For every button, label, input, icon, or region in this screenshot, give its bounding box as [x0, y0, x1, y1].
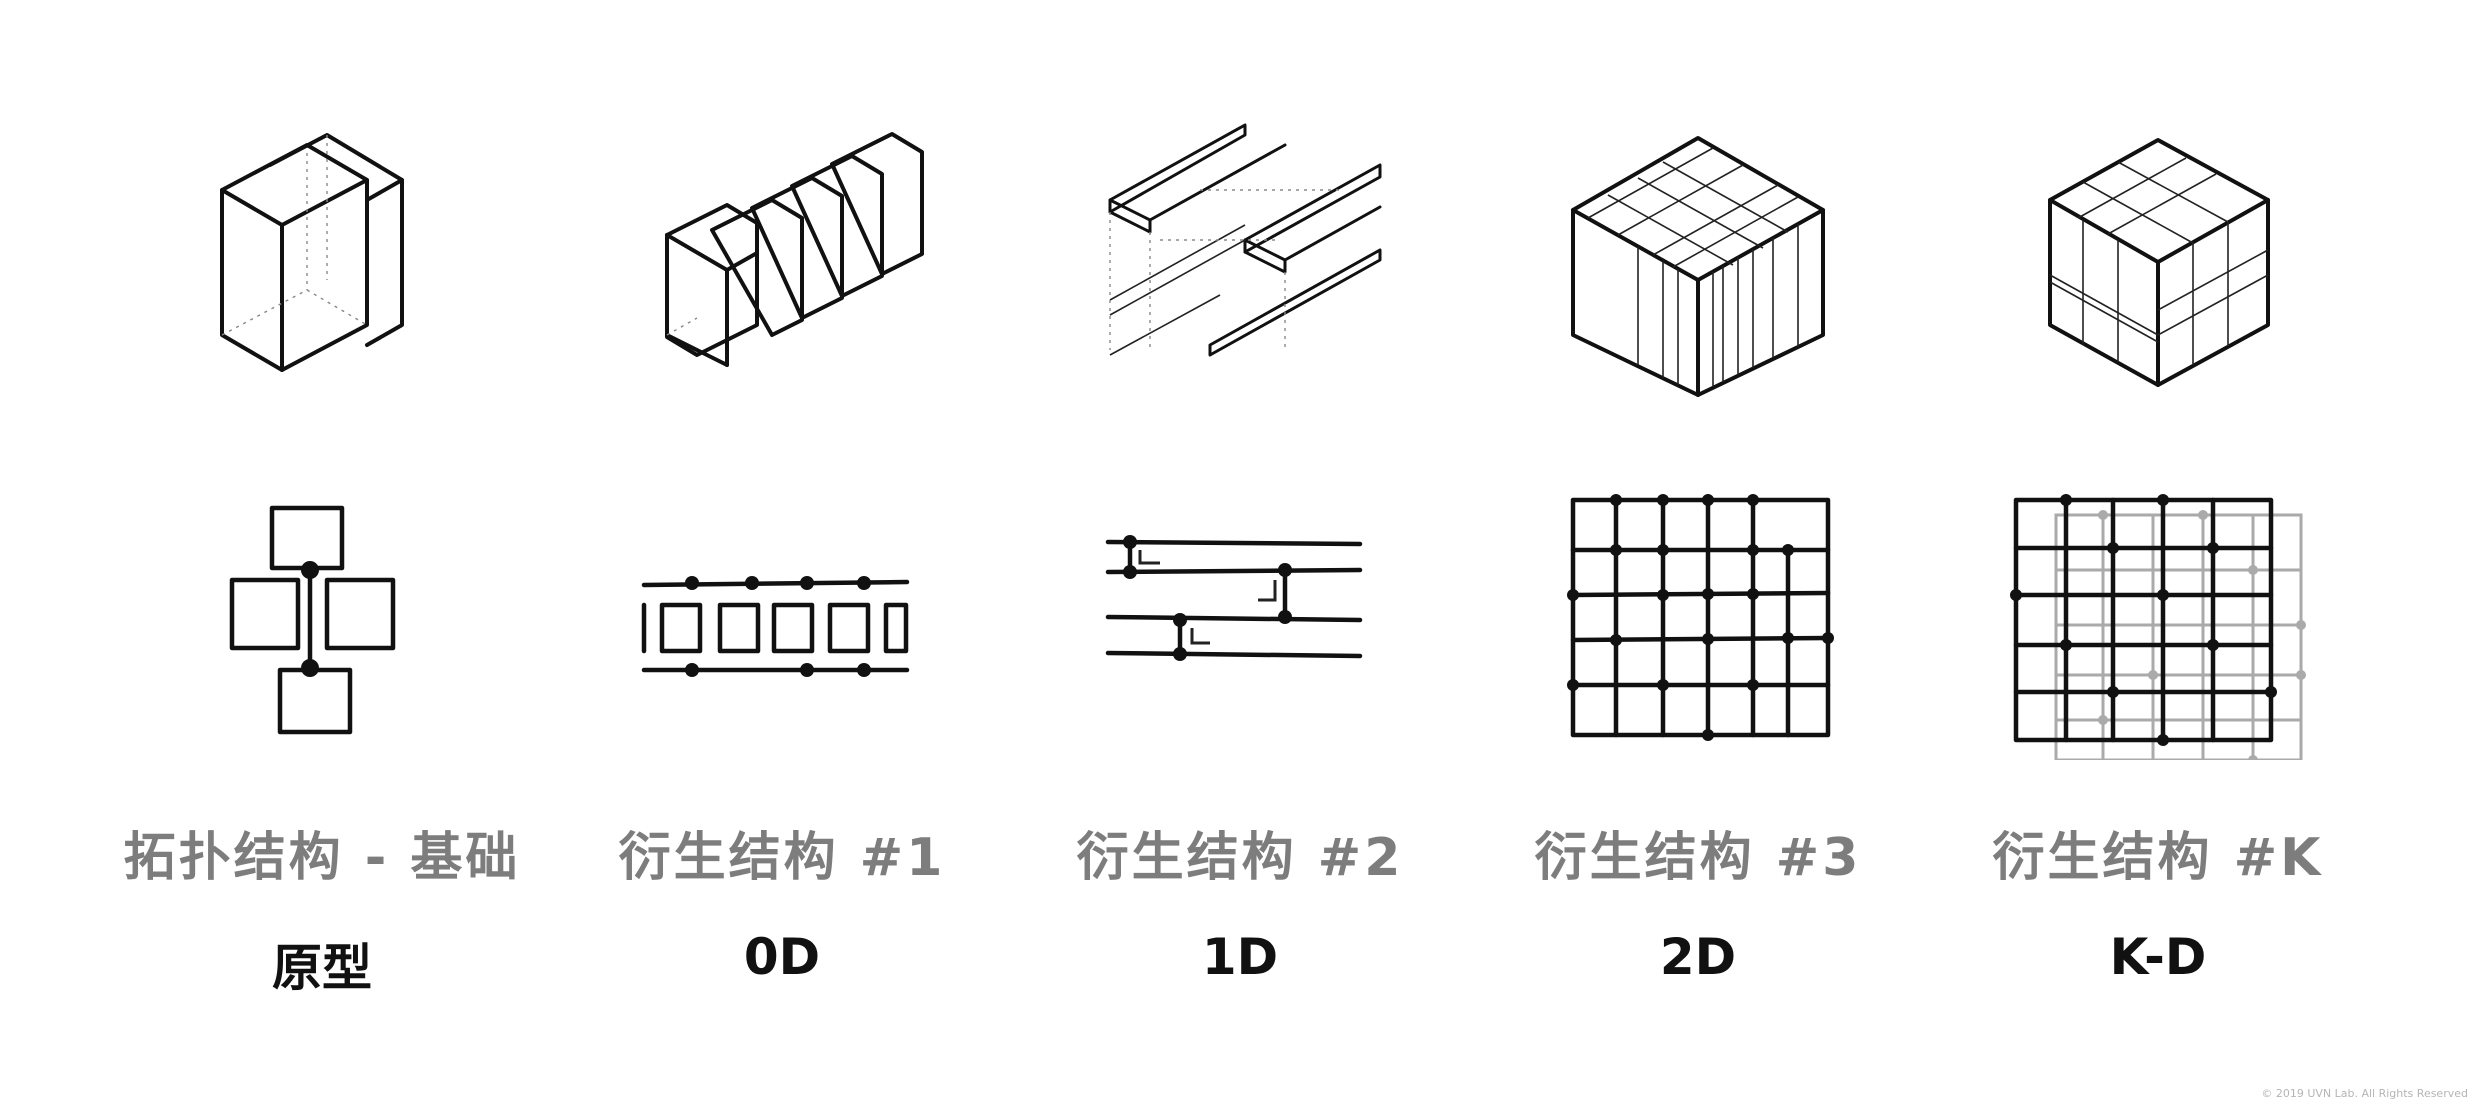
iso-cube-2d [1571, 136, 1825, 397]
iso-slabs-1d [1108, 123, 1382, 357]
column-prototype: 拓扑结构 - 基础 原型 [122, 0, 522, 1106]
column-title: 衍生结构 #3 [1534, 828, 1862, 888]
column-kd: 衍生结构 #K K-D [1958, 0, 2358, 1106]
column-subtitle: 原型 [272, 939, 372, 997]
iso-cube-0d [665, 132, 924, 367]
column-subtitle: 1D [1201, 928, 1279, 986]
column-subtitle: K-D [2109, 928, 2207, 986]
column-title: 衍生结构 #2 [1076, 828, 1404, 888]
iso-cube-kd [2048, 138, 2270, 387]
topology-prototype [229, 505, 396, 735]
topology-0d [641, 576, 910, 677]
column-2d: 衍生结构 #3 2D [1498, 0, 1898, 1106]
topology-1d [1105, 535, 1363, 661]
column-title: 拓扑结构 - 基础 [123, 828, 521, 888]
column-subtitle: 0D [743, 928, 821, 986]
topology-kd [2010, 494, 2306, 760]
column-1d: 衍生结构 #2 1D [1040, 0, 1440, 1106]
column-subtitle: 2D [1659, 928, 1737, 986]
column-title: 衍生结构 #K [1992, 828, 2324, 888]
copyright-note: © 2019 UVN Lab. All Rights Reserved [2261, 1087, 2468, 1100]
column-title: 衍生结构 #1 [618, 828, 946, 888]
topology-2d [1567, 494, 1834, 741]
column-0d: 衍生结构 #1 0D [582, 0, 982, 1106]
iso-cube-prototype [220, 133, 404, 372]
